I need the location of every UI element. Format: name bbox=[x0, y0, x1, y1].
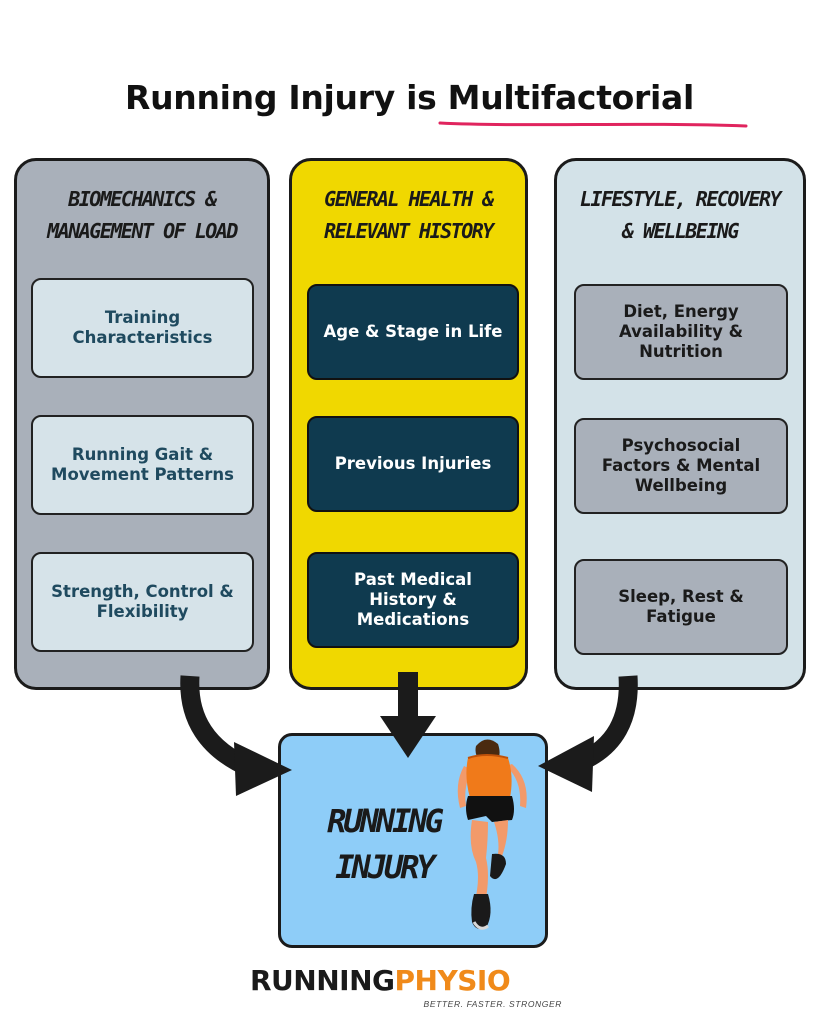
column-biomechanics: BIOMECHANICS & MANAGEMENT OF LOAD Traini… bbox=[14, 158, 270, 690]
runner-illustration bbox=[457, 739, 527, 930]
column-lifestyle: LIFESTYLE, RECOVERY & WELLBEING Diet, En… bbox=[554, 158, 806, 690]
running-injury-label: RUNNING INJURY bbox=[327, 802, 444, 886]
factor-box: Running Gait & Movement Patterns bbox=[31, 415, 254, 515]
column-heading: BIOMECHANICS & MANAGEMENT OF LOAD bbox=[47, 187, 238, 243]
logo-tagline: BETTER. FASTER. STRONGER bbox=[423, 999, 562, 1009]
factor-box: Diet, Energy Availability & Nutrition bbox=[574, 284, 788, 380]
title-prefix: Running Injury is bbox=[124, 78, 448, 117]
title-highlight: Multifactorial bbox=[447, 78, 695, 117]
runningphysio-logo: RUNNINGPHYSIO BETTER. FASTER. STRONGER bbox=[250, 964, 580, 1014]
factor-box: Sleep, Rest & Fatigue bbox=[574, 559, 788, 655]
factor-box: Training Characteristics bbox=[31, 278, 254, 378]
logo-part-running: RUNNING bbox=[250, 964, 395, 997]
column-general-health: GENERAL HEALTH & RELEVANT HISTORY Age & … bbox=[289, 158, 528, 690]
page-title: Running Injury is Multifactorial bbox=[0, 78, 819, 117]
logo-wordmark: RUNNINGPHYSIO bbox=[250, 964, 511, 997]
factor-box: Psychosocial Factors & Mental Wellbeing bbox=[574, 418, 788, 514]
center-down-arrow bbox=[380, 672, 436, 758]
column-heading: LIFESTYLE, RECOVERY & WELLBEING bbox=[579, 187, 782, 243]
factor-box: Strength, Control & Flexibility bbox=[31, 552, 254, 652]
right-curved-arrow bbox=[538, 675, 638, 792]
factor-box: Previous Injuries bbox=[307, 416, 519, 512]
logo-part-physio: PHYSIO bbox=[394, 964, 511, 997]
left-curved-arrow bbox=[180, 675, 292, 796]
factor-box: Past Medical History & Medications bbox=[307, 552, 519, 648]
column-heading: GENERAL HEALTH & RELEVANT HISTORY bbox=[324, 187, 494, 243]
factor-box: Age & Stage in Life bbox=[307, 284, 519, 380]
running-injury-box: RUNNING INJURY bbox=[278, 733, 548, 948]
